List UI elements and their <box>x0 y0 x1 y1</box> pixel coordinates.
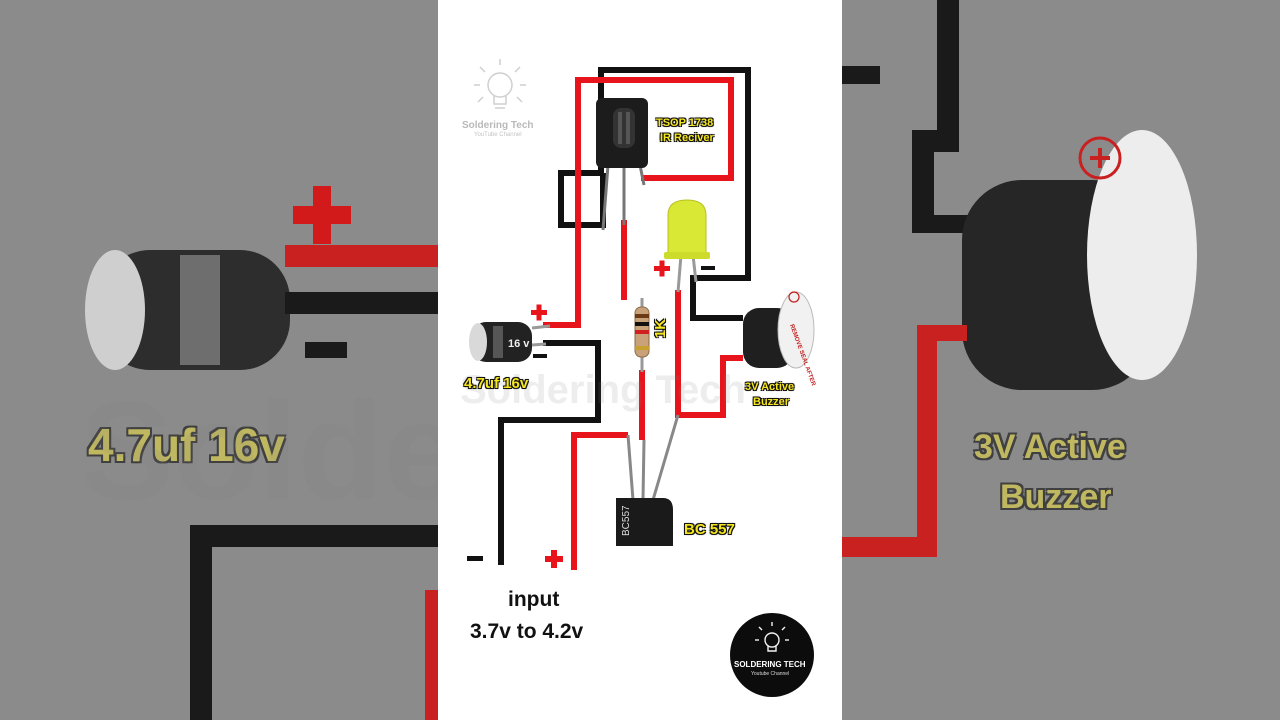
buzzer-label-line2: Buzzer <box>753 396 790 408</box>
brand-name: Soldering Tech <box>462 120 534 131</box>
plus-sign-led <box>654 260 670 277</box>
input-label: input <box>508 588 560 611</box>
ir-receiver-body <box>596 98 648 168</box>
plus-sign-input <box>545 550 563 568</box>
background-watermark-left: Soldering Tech <box>80 372 438 529</box>
minus-sign-led <box>701 266 715 270</box>
capacitor-body: 16 v <box>469 322 551 362</box>
background-right-art <box>842 0 1280 720</box>
transistor-label: BC 557 <box>684 521 735 538</box>
background-left-art <box>0 0 438 720</box>
brand-subtitle: YouTube Channel <box>474 132 522 138</box>
positive-wires <box>543 77 743 570</box>
background-left-zoom: 4.7uf 16v Soldering Tech <box>0 0 438 720</box>
background-right-zoom: 3V Active Buzzer <box>842 0 1280 720</box>
lightbulb-logo-icon <box>474 59 526 109</box>
input-voltage-range: 3.7v to 4.2v <box>470 620 584 643</box>
minus-sign-input <box>467 556 483 561</box>
watermark-text: Soldering Tech <box>460 368 746 412</box>
capacitor-label: 4.7uf 16v <box>464 375 529 392</box>
badge-name: SOLDERING TECH <box>734 660 806 669</box>
plus-sign-capacitor <box>531 304 547 321</box>
circuit-wiring: 16 v REMOVE SEAL AFTER BC557 <box>467 59 816 697</box>
soldering-tech-badge <box>730 613 814 697</box>
resistor-body <box>634 298 650 372</box>
minus-sign-capacitor <box>533 354 547 358</box>
buzzer-label-line1: 3V Active <box>745 381 795 393</box>
transistor-body-text: BC557 <box>621 505 632 536</box>
capacitor-body-text: 16 v <box>508 338 530 350</box>
resistor-label: 1K <box>652 318 670 339</box>
circuit-diagram-panel: 16 v REMOVE SEAL AFTER BC557 <box>438 0 842 720</box>
ir-receiver-label-line2: IR Reciver <box>660 132 714 144</box>
ir-receiver-pins <box>601 164 646 231</box>
badge-subtitle: Youtube Channel <box>751 671 790 677</box>
buzzer-body: REMOVE SEAL AFTER <box>743 291 816 387</box>
background-buzzer-label-1: 3V Active <box>974 428 1126 466</box>
led-body <box>664 199 710 293</box>
negative-wires <box>498 67 751 565</box>
transistor-body: BC557 <box>616 414 680 546</box>
background-buzzer-label-2: Buzzer <box>1000 478 1112 516</box>
background-capacitor-label: 4.7uf 16v <box>88 419 285 471</box>
ir-receiver-label-line1: TSOP 1738 <box>656 117 714 129</box>
